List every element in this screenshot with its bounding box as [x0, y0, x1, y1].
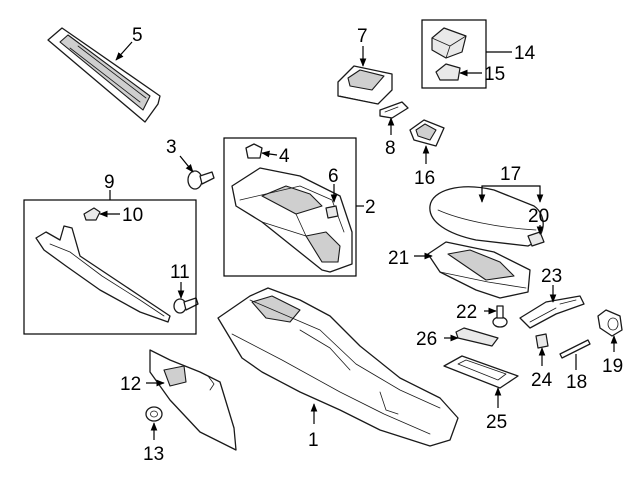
part-10-clip	[83, 207, 101, 221]
part-19-clip	[597, 309, 623, 337]
leader-17	[478, 185, 544, 203]
callout-20: 20	[528, 206, 549, 227]
callout-4: 4	[279, 146, 290, 167]
callout-7: 7	[357, 26, 368, 47]
callout-22: 22	[456, 302, 477, 323]
callout-3: 3	[166, 137, 177, 158]
callout-19: 19	[602, 356, 623, 377]
leader-4	[261, 150, 278, 158]
group-box-2	[223, 137, 357, 277]
part-17-armrest-lid	[429, 186, 544, 247]
part-9-side-trim-panel	[35, 225, 171, 323]
part-12-lower-side-panel	[149, 349, 237, 451]
callout-10: 10	[122, 205, 143, 226]
part-3-push-clip	[187, 170, 215, 190]
part-26-pad	[455, 327, 499, 347]
callout-15: 15	[484, 64, 505, 85]
part-8-bracket	[379, 101, 409, 119]
callout-13: 13	[143, 444, 164, 465]
part-20-clip	[527, 231, 545, 247]
part-24-clip	[535, 333, 549, 349]
callout-1: 1	[308, 430, 319, 451]
part-13-screw	[145, 406, 163, 422]
part-22-screw	[492, 305, 508, 328]
leader-3	[179, 155, 194, 173]
part-21-armrest-base	[427, 241, 531, 299]
part-5-shifter-trim-panel	[47, 27, 161, 123]
callout-2: 2	[365, 197, 376, 218]
callout-9: 9	[104, 172, 115, 193]
callout-8: 8	[385, 138, 396, 159]
part-18-rod	[559, 339, 591, 359]
callout-16: 16	[414, 168, 435, 189]
callout-14: 14	[514, 43, 536, 64]
part-15-clip	[435, 63, 461, 81]
part-14-cap	[431, 27, 467, 59]
part-4-clip	[245, 143, 263, 159]
part-25-liner-mat	[443, 355, 519, 389]
callout-25: 25	[486, 412, 507, 433]
callout-11: 11	[170, 262, 190, 283]
callout-12: 12	[120, 374, 141, 395]
callout-6: 6	[328, 166, 339, 187]
part-7-shift-bezel	[337, 65, 393, 105]
leader-5	[115, 41, 133, 61]
part-16-holder-insert	[409, 119, 445, 147]
part-2-console-upper-panel	[231, 167, 353, 273]
callout-5: 5	[132, 25, 143, 46]
callout-17: 17	[500, 164, 521, 185]
callout-18: 18	[566, 372, 587, 393]
part-11-screw	[173, 297, 199, 314]
group-box-14	[421, 19, 487, 89]
callout-24: 24	[531, 370, 553, 391]
part-23-bracket	[519, 295, 585, 329]
callout-26: 26	[416, 329, 437, 350]
callout-21: 21	[388, 248, 409, 269]
part-6-clip	[325, 205, 339, 219]
part-1-center-console	[217, 287, 459, 447]
callout-23: 23	[541, 266, 562, 287]
